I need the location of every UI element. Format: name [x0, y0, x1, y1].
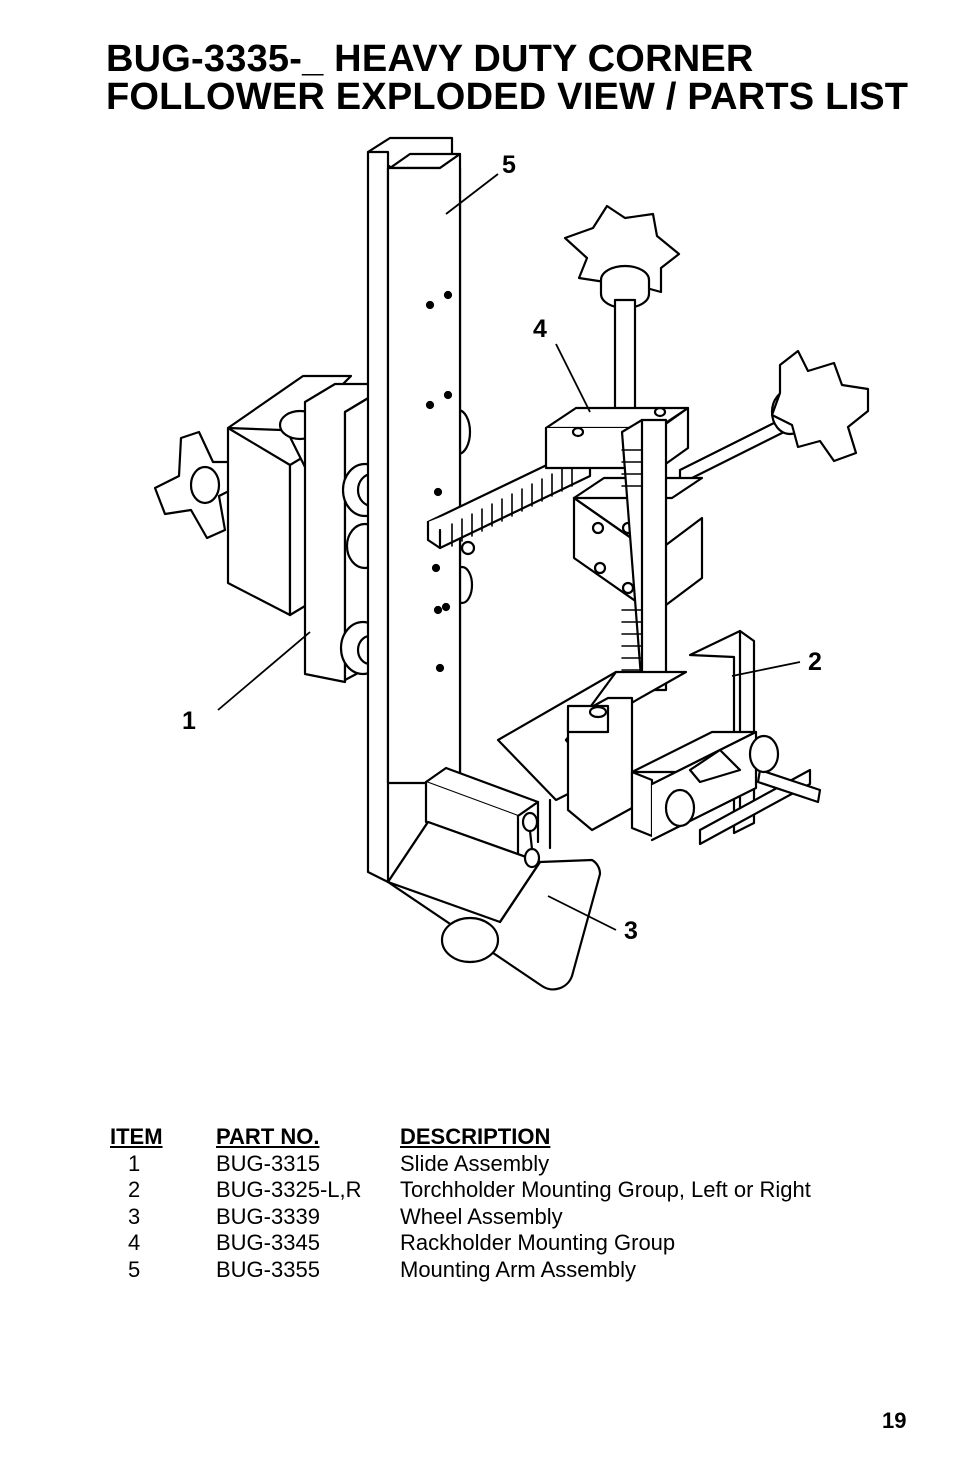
item-column-header: ITEM	[110, 1124, 163, 1149]
exploded-view-drawing: 1 2 3 4 5	[153, 136, 870, 991]
table-row: 3 BUG-3339 Wheel Assembly	[110, 1204, 811, 1231]
parts-list-header-row: ITEM PART NO. DESCRIPTION	[110, 1124, 811, 1151]
slide-assembly-part	[153, 374, 474, 684]
callout-1: 1	[182, 707, 196, 735]
table-row: 4 BUG-3345 Rackholder Mounting Group	[110, 1230, 811, 1257]
torchholder-part	[496, 629, 822, 846]
description-column-header: DESCRIPTION	[400, 1124, 551, 1149]
table-row: 1 BUG-3315 Slide Assembly	[110, 1151, 811, 1178]
title-line-1: BUG-3335-_ HEAVY DUTY CORNER	[106, 38, 754, 80]
item-number: 2	[128, 1177, 141, 1202]
part-number: BUG-3345	[216, 1230, 320, 1255]
part-no-column-header: PART NO.	[216, 1124, 320, 1149]
mounting-arm-part	[366, 136, 462, 884]
item-number: 4	[128, 1230, 141, 1255]
item-number: 3	[128, 1203, 141, 1229]
title-line-2: FOLLOWER EXPLODED VIEW / PARTS LIST	[106, 76, 909, 118]
page-number: 19	[882, 1408, 907, 1433]
page-title: BUG-3335-_ HEAVY DUTY CORNER FOLLOWER EX…	[106, 40, 908, 116]
callout-5: 5	[502, 151, 516, 179]
part-description: Mounting Arm Assembly	[400, 1256, 636, 1282]
callout-2: 2	[808, 648, 822, 676]
table-row: 5 BUG-3355 Mounting Arm Assembly	[110, 1257, 811, 1284]
parts-list-table: ITEM PART NO. DESCRIPTION 1 BUG-3315 Sli…	[110, 1124, 811, 1283]
callout-3: 3	[624, 917, 638, 945]
item-number: 1	[128, 1150, 141, 1176]
part-number: BUG-3315	[216, 1150, 320, 1176]
part-number: BUG-3355	[216, 1256, 320, 1282]
callout-4: 4	[533, 315, 547, 343]
part-number: BUG-3325-L,R	[216, 1177, 362, 1202]
leader-lines	[217, 173, 801, 931]
table-row: 2 BUG-3325-L,R Torchholder Mounting Grou…	[110, 1177, 811, 1204]
wheel-assembly-part	[386, 766, 602, 991]
part-description: Slide Assembly	[400, 1150, 550, 1176]
part-description: Torchholder Mounting Group, Left or Righ…	[400, 1177, 811, 1202]
part-description: Wheel Assembly	[400, 1203, 563, 1229]
part-description: Rackholder Mounting Group	[400, 1230, 676, 1255]
part-number: BUG-3339	[216, 1203, 320, 1229]
rackholder-part	[544, 204, 870, 692]
item-number: 5	[128, 1256, 141, 1282]
